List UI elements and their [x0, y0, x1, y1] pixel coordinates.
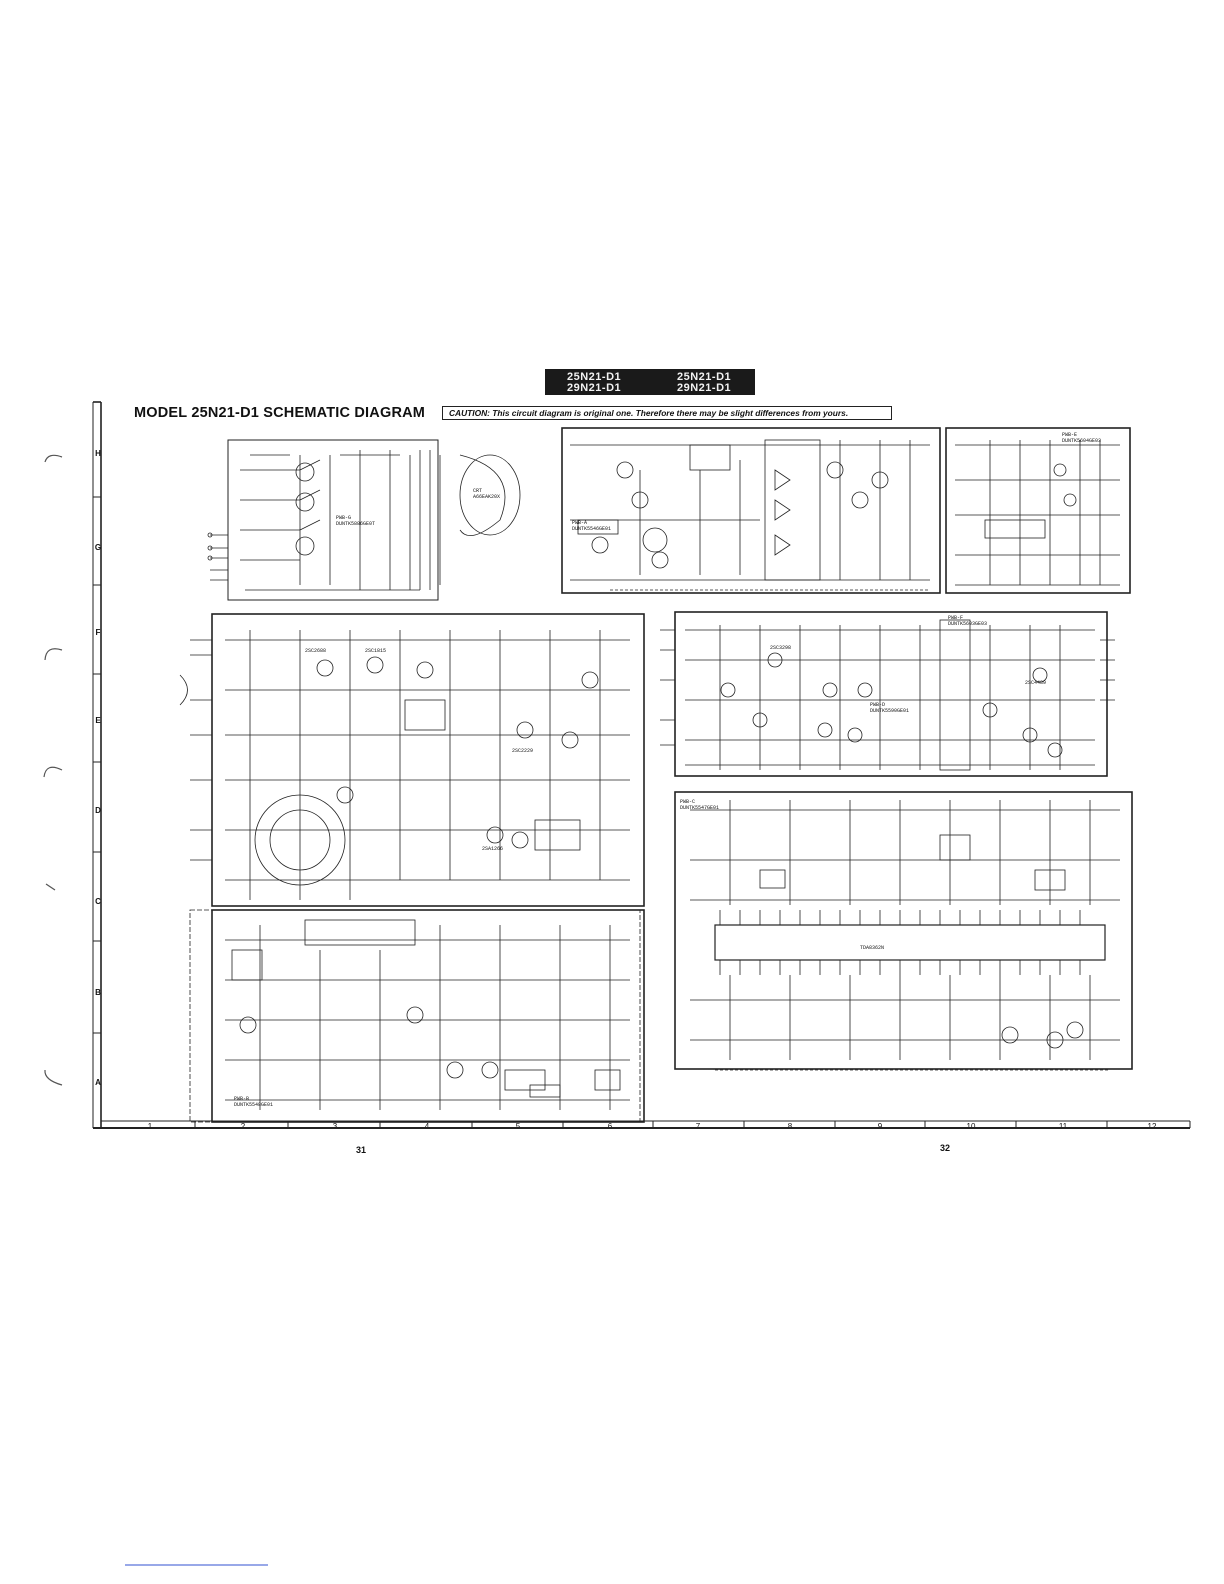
col-label-8: 8: [787, 1122, 793, 1131]
transistor-label-6: 2SC4489: [1025, 680, 1047, 686]
row-label-h: H: [95, 449, 101, 458]
row-label-g: G: [94, 543, 102, 552]
crt-label: CRT A66EAK20X: [473, 488, 501, 500]
col-label-5: 5: [515, 1122, 521, 1131]
board-label-tuner: PWB-F DUNTK5603GE03: [948, 615, 988, 627]
model-tag-right-bottom: 29N21-D1: [677, 382, 732, 394]
board-label-signal: PWB-C DUNTK5547GE01: [680, 799, 720, 811]
col-label-6: 6: [607, 1122, 613, 1131]
board-label-deflection: PWB-A DUNTK5546GE01: [572, 520, 612, 532]
col-label-11: 11: [1058, 1122, 1068, 1131]
page-number-right: 32: [940, 1143, 951, 1153]
transistor-label-3: 2SC2229: [512, 748, 534, 754]
model-tag-left-bottom: 29N21-D1: [567, 382, 622, 394]
model-tag-left-top: 25N21-D1: [567, 371, 622, 383]
col-label-3: 3: [332, 1122, 338, 1131]
col-label-2: 2: [240, 1122, 246, 1131]
col-label-12: 12: [1147, 1122, 1157, 1131]
board-label-av: PWB-D DUNTK5590GE01: [870, 702, 910, 714]
board-label-crt: PWB-G DUNTK5886GE0T: [336, 515, 376, 527]
col-label-10: 10: [966, 1122, 976, 1131]
col-label-7: 7: [695, 1122, 701, 1131]
col-label-1: 1: [147, 1122, 153, 1131]
model-tag-right-top: 25N21-D1: [677, 371, 732, 383]
col-label-9: 9: [877, 1122, 883, 1131]
transistor-label-4: 2SA1266: [482, 846, 504, 852]
transistor-label-5: 2SC3298: [770, 645, 792, 651]
row-label-a: A: [95, 1078, 101, 1087]
row-label-f: F: [95, 628, 101, 637]
transistor-label-1: 2SC2688: [305, 648, 327, 654]
board-label-sound: PWB-E DUNTK5604GE03: [1062, 432, 1102, 444]
row-label-d: D: [95, 806, 101, 815]
board-label-power: PWB-B DUNTK5548GE01: [234, 1096, 274, 1108]
model-tag-box: 25N21-D1 29N21-D1 25N21-D1 29N21-D1: [545, 369, 755, 395]
page-title: MODEL 25N21-D1 SCHEMATIC DIAGRAM: [134, 405, 426, 421]
caution-note: CAUTION: This circuit diagram is origina…: [442, 406, 892, 420]
transistor-label-2: 2SC1815: [365, 648, 387, 654]
row-label-c: C: [95, 897, 101, 906]
page-number-left: 31: [356, 1145, 367, 1155]
main-ic-label: TDA8362N: [860, 945, 885, 951]
row-label-b: B: [95, 988, 101, 997]
row-label-e: E: [95, 716, 101, 725]
col-label-4: 4: [424, 1122, 430, 1131]
